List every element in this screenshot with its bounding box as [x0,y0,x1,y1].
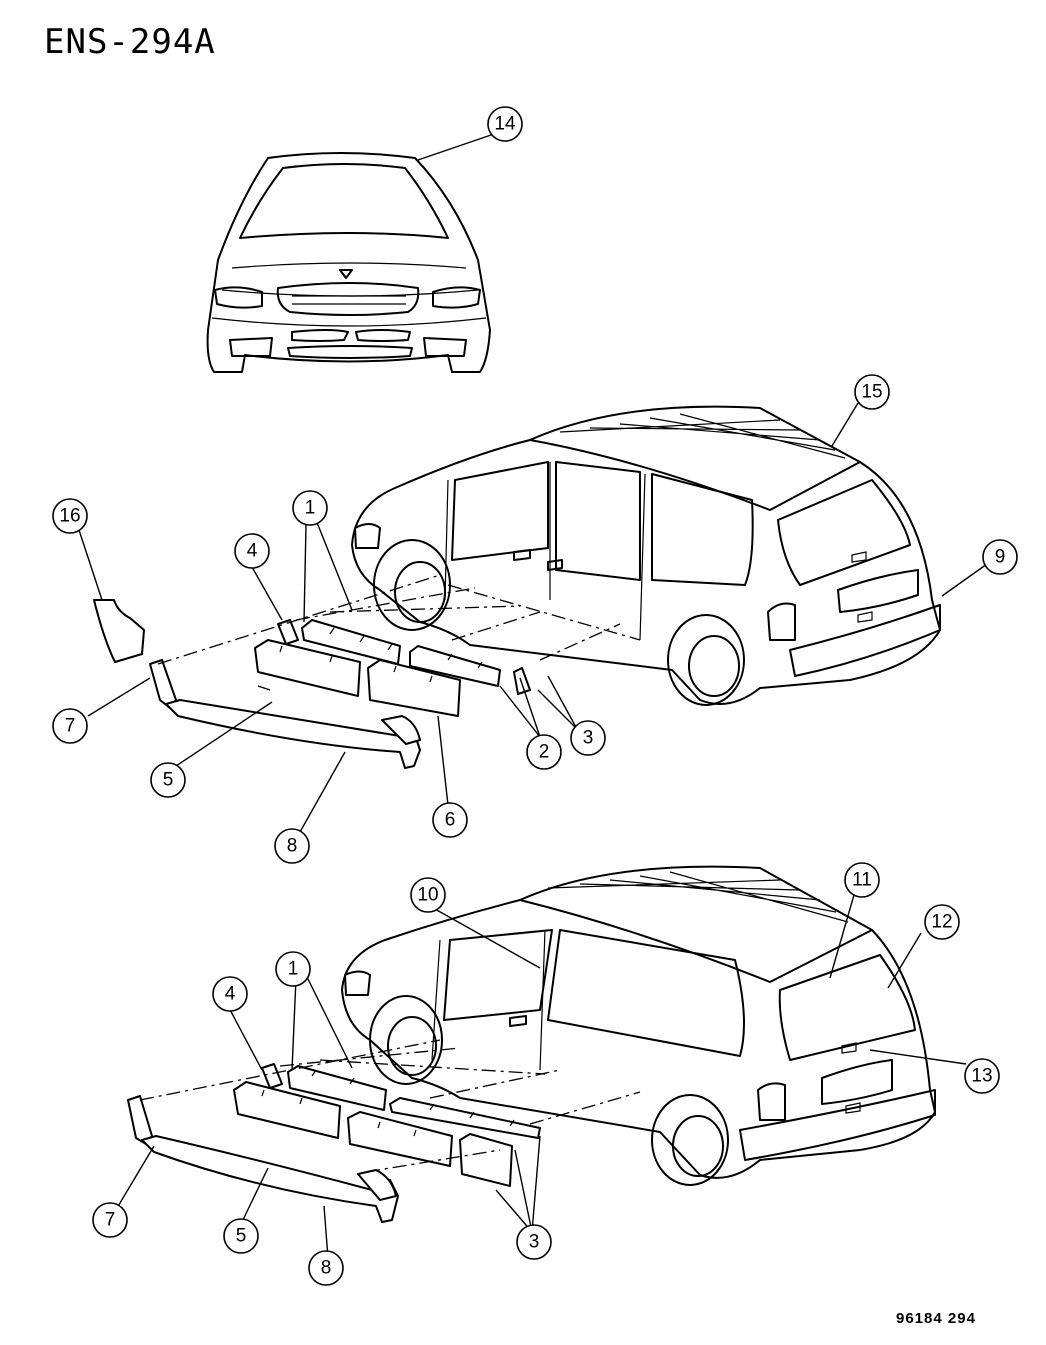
svg-text:16: 16 [59,506,80,527]
svg-text:8: 8 [287,836,298,857]
callout-4-lower: 4 [212,976,248,1012]
callout-16: 16 [52,498,88,534]
svg-text:12: 12 [931,912,952,933]
callout-15: 15 [854,374,890,410]
callout-7-upper: 7 [52,708,88,744]
lower-exploded-moldings [127,1039,641,1223]
svg-text:13: 13 [971,1066,992,1087]
callout-9: 9 [982,539,1018,575]
callout-2: 2 [526,734,562,770]
callout-5-upper: 5 [150,762,186,798]
svg-text:15: 15 [861,382,882,403]
callout-11: 11 [844,862,880,898]
callout-5-lower: 5 [223,1218,259,1254]
svg-text:3: 3 [583,728,594,749]
svg-text:8: 8 [321,1258,332,1279]
lower-side-view-vehicle [341,865,936,1186]
svg-text:7: 7 [65,716,76,737]
svg-text:6: 6 [445,810,456,831]
upper-side-view-vehicle [351,405,941,706]
callout-1-upper: 1 [292,490,328,526]
callout-12: 12 [924,904,960,940]
callout-6: 6 [432,802,468,838]
svg-text:11: 11 [852,870,872,891]
callout-3-upper: 3 [570,720,606,756]
svg-text:4: 4 [225,984,236,1005]
svg-text:5: 5 [236,1226,247,1247]
svg-text:14: 14 [494,114,516,135]
svg-text:10: 10 [417,885,438,906]
callout-1-lower: 1 [275,951,311,987]
diagram-footer-code: 96184 294 [896,1310,976,1327]
callout-3-lower: 3 [516,1224,552,1260]
leader-lines [78,134,988,1259]
svg-text:9: 9 [995,547,1006,568]
svg-text:1: 1 [305,498,316,519]
svg-text:4: 4 [247,541,258,562]
mud-flap-16 [93,599,145,663]
svg-text:2: 2 [539,742,550,763]
svg-text:7: 7 [105,1210,116,1231]
callout-8-upper: 8 [274,828,310,864]
front-view-vehicle [206,152,491,373]
callout-13: 13 [964,1058,1000,1094]
callout-8-lower: 8 [308,1250,344,1286]
diagram-title: ENS-294A [44,22,216,62]
callout-7-lower: 7 [92,1202,128,1238]
upper-exploded-moldings [93,574,621,769]
callout-14: 14 [487,106,523,142]
svg-text:3: 3 [529,1232,540,1253]
callout-4-upper: 4 [234,533,270,569]
callout-10: 10 [410,877,446,913]
svg-text:1: 1 [288,959,299,980]
svg-text:5: 5 [163,770,174,791]
